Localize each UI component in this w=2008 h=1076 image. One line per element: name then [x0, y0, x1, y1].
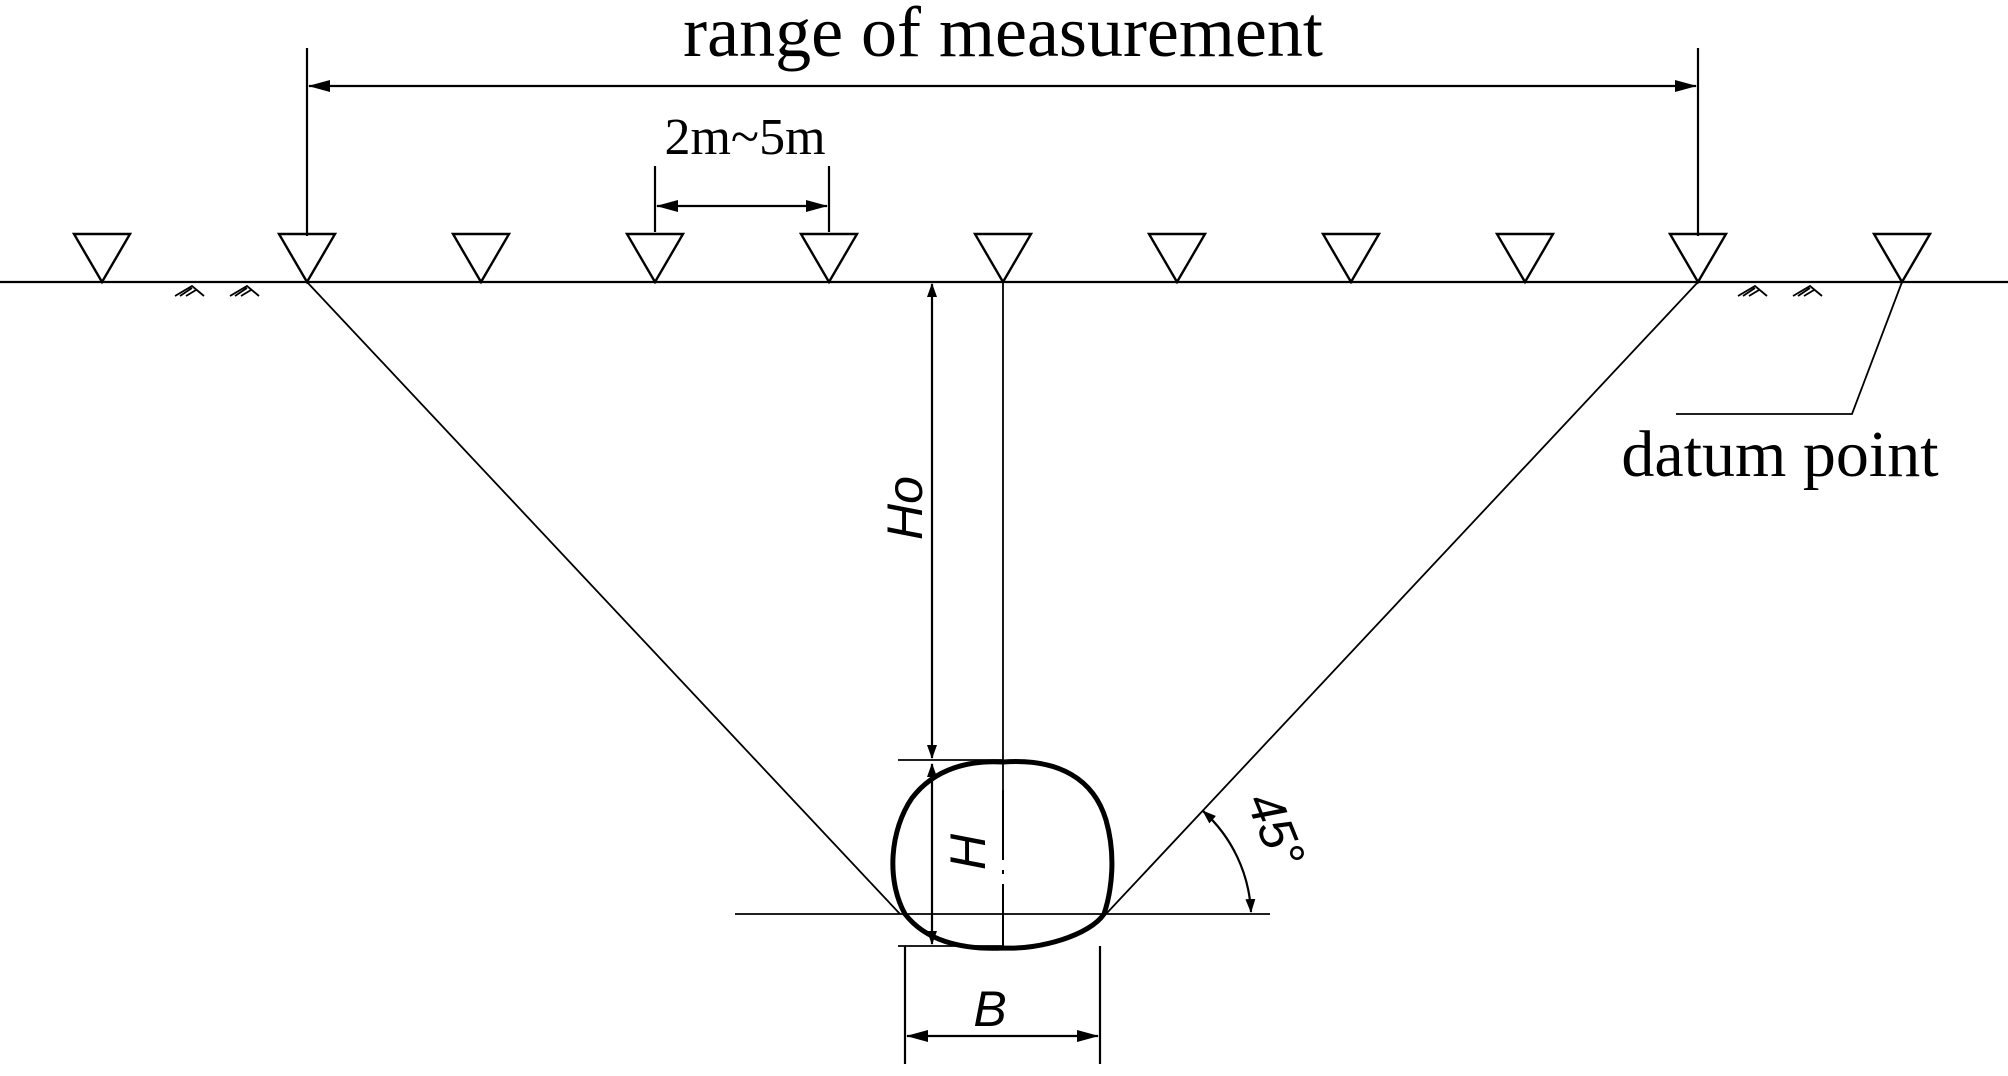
benchmark-marker: [972, 232, 1034, 285]
benchmark-marker: [798, 232, 860, 285]
benchmark-marker: [1320, 232, 1382, 285]
ground-hatch-right: [1737, 284, 1823, 297]
ground-hatch-left: [174, 284, 260, 297]
influence-line-right: [1105, 281, 1699, 915]
benchmark-marker: [450, 232, 512, 285]
benchmark-marker: [1667, 232, 1729, 285]
benchmark-marker: [1146, 232, 1208, 285]
height-dimension: H: [898, 763, 1003, 947]
benchmark-marker: [276, 232, 338, 285]
datum-point-marker: [1871, 232, 1933, 285]
angle-dimension: 45°: [1202, 784, 1316, 913]
range-label: range of measurement: [683, 0, 1323, 72]
benchmark-marker: [624, 232, 686, 285]
depth-dimension: Ho: [877, 283, 1003, 761]
tunnel-section: [890, 759, 1115, 951]
height-label: H: [940, 833, 996, 870]
width-label: B: [973, 981, 1006, 1037]
datum-label: datum point: [1621, 418, 1938, 491]
benchmark-marker: [71, 232, 133, 285]
angle-label: 45°: [1236, 784, 1316, 875]
depth-label: Ho: [877, 476, 933, 540]
spacing-label: 2m~5m: [664, 109, 825, 166]
influence-line-left: [306, 281, 901, 915]
spacing-dimension: 2m~5m: [653, 109, 831, 232]
range-dimension: range of measurement: [305, 0, 1700, 236]
benchmark-row: [71, 232, 1933, 285]
benchmark-marker: [1494, 232, 1556, 285]
width-dimension: B: [903, 946, 1102, 1064]
datum-leader: datum point: [1621, 281, 1939, 491]
